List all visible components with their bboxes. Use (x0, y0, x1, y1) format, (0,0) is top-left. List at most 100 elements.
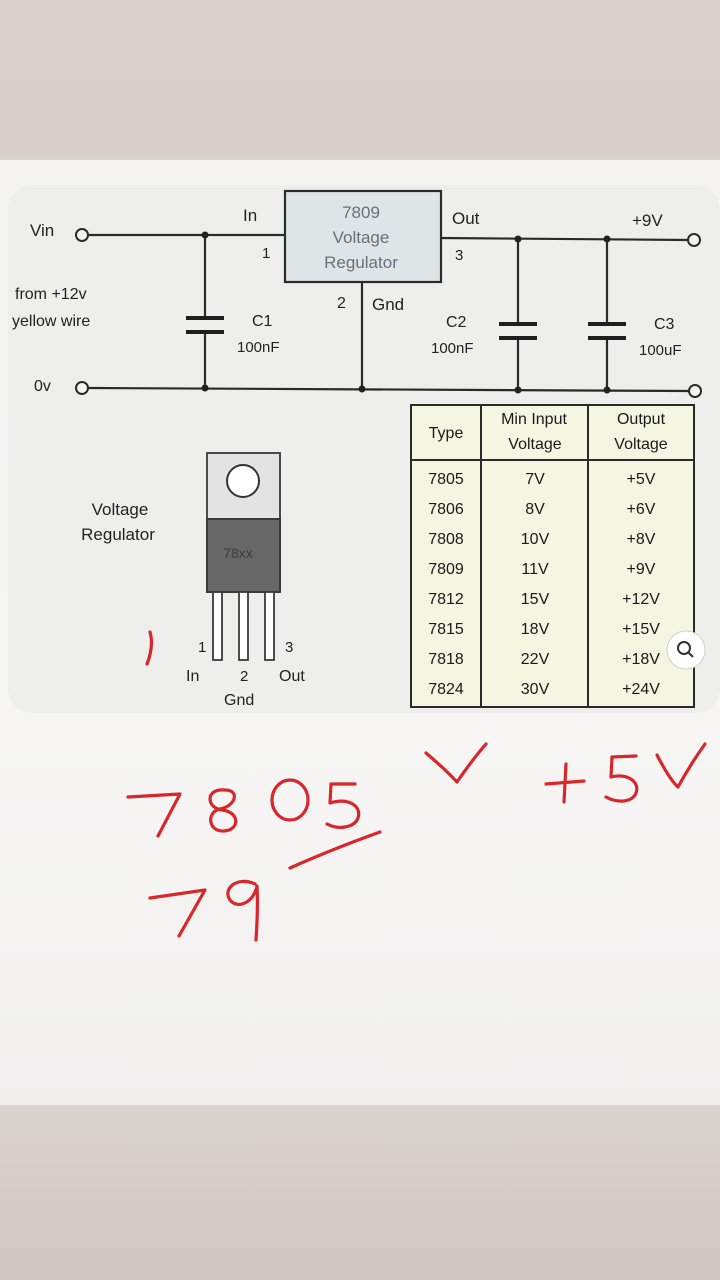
ink-plus (544, 762, 586, 804)
capacitor-plates (186, 316, 626, 340)
handwritten-notes: 7805 +5V 79 (126, 742, 707, 942)
regulator-word-voltage: Voltage (333, 228, 390, 247)
table-cell: +15V (622, 621, 660, 638)
regulator-package: 78xx (206, 452, 281, 661)
source-note-line2: yellow wire (12, 313, 90, 330)
ground-wire (87, 386, 691, 393)
out-terminal (687, 233, 701, 247)
junction-dot (514, 235, 522, 243)
c3-value: 100uF (639, 342, 682, 359)
out-voltage-label: +9V (632, 211, 663, 230)
ink-digit-5b (604, 754, 639, 803)
junction-dot (514, 386, 522, 394)
lens-handle (687, 651, 694, 658)
package-out-label: Out (279, 668, 305, 685)
terminals (75, 228, 702, 398)
regulator-box (283, 189, 443, 284)
package-in-label: In (186, 668, 199, 685)
table-header-output-voltage: Voltage (614, 436, 667, 453)
table-cell: 30V (521, 681, 550, 698)
table-cell: +6V (627, 501, 656, 518)
output-wire (439, 236, 689, 242)
table-cell: 7824 (428, 681, 464, 698)
c1-name: C1 (252, 313, 273, 330)
table-cell: 7818 (428, 651, 464, 668)
package-caption-line2: Regulator (81, 525, 155, 544)
ink-digit-7 (126, 792, 182, 838)
zero-terminal (75, 381, 89, 395)
ink-letter-v (655, 742, 707, 789)
table-cell: 7V (525, 471, 545, 488)
regulator-model: 7809 (342, 203, 380, 222)
table-cell: 7809 (428, 561, 464, 578)
pin3-label: 3 (455, 247, 463, 264)
package-caption-line1: Voltage (92, 500, 149, 519)
c2-value: 100nF (431, 340, 474, 357)
table-cell: 7805 (428, 471, 464, 488)
circuit-wiring (87, 233, 691, 393)
regulator-word-regulator: Regulator (324, 253, 398, 272)
background-wall (0, 1105, 720, 1280)
table-cell: +5V (627, 471, 656, 488)
ink-digit-7b (148, 888, 207, 938)
junction-dot (201, 231, 209, 239)
in-label: In (243, 206, 257, 225)
lens-glass (677, 641, 691, 655)
c3-name: C3 (654, 316, 675, 333)
table-cell: +12V (622, 591, 660, 608)
handwriting-7805 (126, 778, 361, 838)
package-pin2-number: 2 (240, 668, 248, 685)
table-cell: 7812 (428, 591, 464, 608)
table-header-min-input: Min Input (501, 411, 567, 428)
package-body (206, 518, 281, 593)
ink-digit-0 (270, 778, 310, 822)
table-cell: 7808 (428, 531, 464, 548)
table-header-min-voltage: Voltage (508, 436, 561, 453)
c2-name: C2 (446, 314, 467, 331)
handwriting-line2: 79 (150, 919, 152, 921)
table-cell: 7815 (428, 621, 464, 638)
package-gnd-label: Gnd (224, 692, 254, 709)
junctions (201, 231, 611, 394)
table-frame (410, 404, 695, 708)
package-pin-1 (212, 591, 223, 661)
table-cell: 7806 (428, 501, 464, 518)
package-pin3-number: 3 (285, 639, 293, 656)
package-pin1-number: 1 (198, 639, 206, 656)
table-cell: 10V (521, 531, 550, 548)
pin2-label: 2 (337, 295, 346, 312)
chip-label: 78xx (223, 545, 253, 561)
ink-dash (288, 830, 382, 870)
vin-terminal (75, 228, 89, 242)
table-cell: +24V (622, 681, 660, 698)
c1-value: 100nF (237, 339, 280, 356)
zero-volt-label: 0v (34, 378, 51, 395)
regulator-table: Type Min Input Voltage Output Voltage 78… (410, 404, 695, 708)
table-cell: +9V (627, 561, 656, 578)
vin-label: Vin (30, 221, 54, 240)
ink-digit-5 (325, 782, 361, 829)
junction-dot (603, 235, 611, 243)
table-cell: 15V (521, 591, 550, 608)
ink-checkmark (424, 742, 488, 784)
gnd-terminal (688, 384, 702, 398)
out-label: Out (452, 209, 480, 228)
junction-dot (201, 384, 209, 392)
search-lens-icon[interactable] (666, 630, 706, 670)
pin1-label: 1 (262, 245, 270, 262)
handwriting-79 (148, 830, 382, 942)
handwriting-plus-5v (544, 742, 707, 804)
table-cell: 18V (521, 621, 550, 638)
lens-button[interactable] (666, 630, 706, 670)
table-cell: 8V (525, 501, 545, 518)
table-cell: 22V (521, 651, 550, 668)
ink-digit-8 (208, 788, 238, 833)
table-header-type: Type (429, 425, 464, 442)
gnd-label: Gnd (372, 295, 404, 314)
table-cell: +8V (627, 531, 656, 548)
handwriting-line1-right: +5V (546, 789, 548, 791)
handwriting-line1-left: 7805 (128, 819, 131, 821)
package-pin-3 (264, 591, 275, 661)
